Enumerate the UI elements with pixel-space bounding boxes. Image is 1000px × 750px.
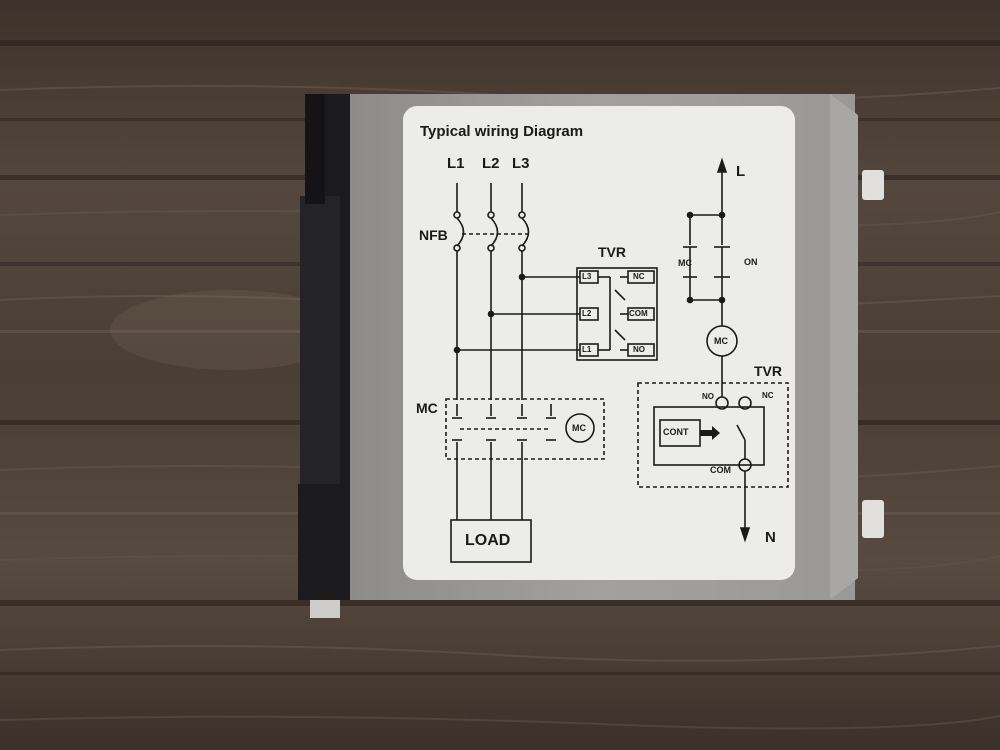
cont-label: CONT (663, 427, 689, 437)
load-label: LOAD (465, 532, 511, 549)
mc-contact-label: MC (678, 258, 692, 268)
tvr-terminal-com: COM (629, 309, 648, 318)
coil-mc-label: MC (714, 336, 728, 346)
neutral-n-label: N (765, 529, 776, 546)
tvr-terminal-l2: L2 (582, 309, 592, 318)
tvr-terminal-l1: L1 (582, 345, 592, 354)
no-contact-label: NO (702, 392, 714, 401)
line-l-label: L (736, 163, 746, 180)
com-contact-label: COM (710, 465, 731, 475)
phase-l2-label: L2 (482, 155, 500, 172)
tvr-terminal-nc: NC (633, 272, 645, 281)
wiring-sticker (403, 106, 795, 580)
nfb-label: NFB (419, 227, 448, 243)
nc-contact-label: NC (762, 391, 774, 400)
mc-label: MC (416, 400, 438, 416)
on-switch-label: ON (744, 257, 758, 267)
wiring-diagram (445, 157, 789, 563)
phase-l1-label: L1 (447, 155, 465, 172)
tvr-label: TVR (598, 244, 626, 260)
phase-l3-label: L3 (512, 155, 530, 172)
tvr-terminal-no: NO (633, 345, 645, 354)
mc-coil-label: MC (572, 423, 586, 433)
diagram-title: Typical wiring Diagram (420, 123, 584, 140)
tvr-relay-label: TVR (754, 363, 782, 379)
tvr-terminal-l3: L3 (582, 272, 592, 281)
